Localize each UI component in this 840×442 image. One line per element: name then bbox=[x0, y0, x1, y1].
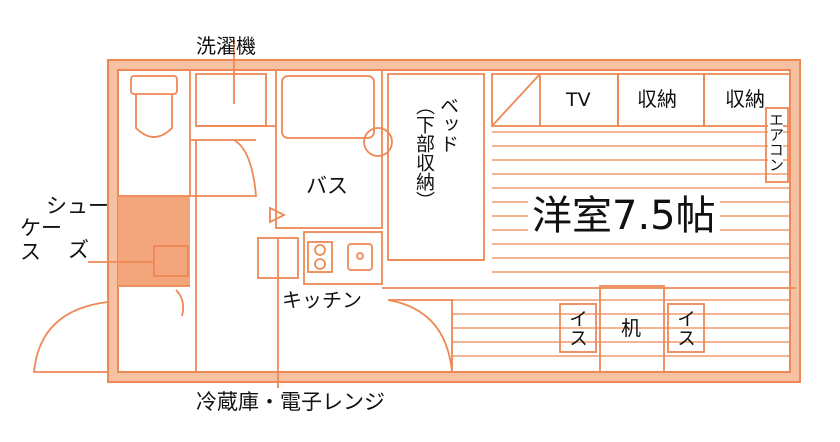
label-bed-line1: ベッド bbox=[437, 96, 459, 153]
label-washing-machine: 洗濯機 bbox=[196, 34, 256, 58]
shoe-case-icon bbox=[153, 245, 189, 277]
toilet-icon bbox=[130, 75, 178, 138]
label-bed-line2: （下部収納） bbox=[413, 96, 435, 210]
entrance-door-swing bbox=[33, 301, 109, 373]
label-bath: バス bbox=[306, 174, 348, 198]
label-chair-2: イス bbox=[674, 309, 696, 347]
toilet-door-swing bbox=[190, 139, 257, 197]
label-room: 洋室7.5帖 bbox=[528, 196, 720, 236]
label-tv: TV bbox=[566, 89, 591, 111]
label-aircon: エアコン bbox=[767, 112, 785, 172]
label-kitchen: キッチン bbox=[282, 288, 362, 312]
label-fridge-microwave: 冷蔵庫・電子レンジ bbox=[196, 390, 385, 414]
label-shoe-case-line4: ス bbox=[20, 240, 41, 264]
sink-icon bbox=[347, 243, 373, 271]
aircon-unit bbox=[765, 107, 789, 183]
desk bbox=[599, 285, 665, 373]
label-shoe-case-line2: ズ bbox=[68, 238, 89, 262]
label-chair-1: イス bbox=[566, 309, 588, 347]
label-storage-2: 収納 bbox=[725, 87, 765, 111]
kitchen-counter bbox=[303, 231, 383, 285]
storage-2 bbox=[703, 73, 791, 127]
bathtub-icon bbox=[281, 75, 375, 139]
label-desk: 机 bbox=[621, 316, 641, 340]
room-door-swing bbox=[387, 299, 453, 373]
label-shoe-case-line3: ケー bbox=[20, 216, 62, 240]
label-shoe-case-line1: シュー bbox=[46, 194, 109, 218]
toilet-room bbox=[117, 69, 191, 197]
bath-room bbox=[275, 69, 383, 229]
label-storage-1: 収納 bbox=[637, 87, 677, 111]
stove-icon bbox=[307, 241, 333, 273]
